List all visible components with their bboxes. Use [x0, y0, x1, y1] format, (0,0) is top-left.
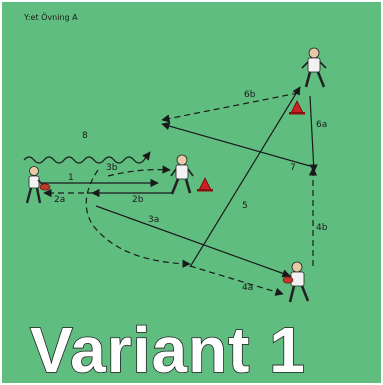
label-2a: 2a — [54, 195, 65, 205]
variant-banner: Variant 1 — [30, 314, 306, 385]
label-4b: 4b — [316, 223, 328, 233]
label-5: 5 — [242, 201, 248, 211]
label-3b: 3b — [106, 163, 118, 173]
label-6b: 6b — [244, 90, 256, 100]
label-2b: 2b — [132, 195, 144, 205]
drill-title: Y:et Övning A — [23, 12, 78, 22]
label-4a: 4a — [242, 283, 253, 293]
label-7: 7 — [290, 163, 296, 173]
label-1: 1 — [68, 173, 74, 183]
rugby-ball-icon — [40, 184, 50, 190]
label-3a: 3a — [148, 215, 159, 225]
rugby-ball-icon — [283, 277, 293, 283]
label-6a: 6a — [316, 120, 327, 130]
label-8: 8 — [82, 131, 88, 141]
